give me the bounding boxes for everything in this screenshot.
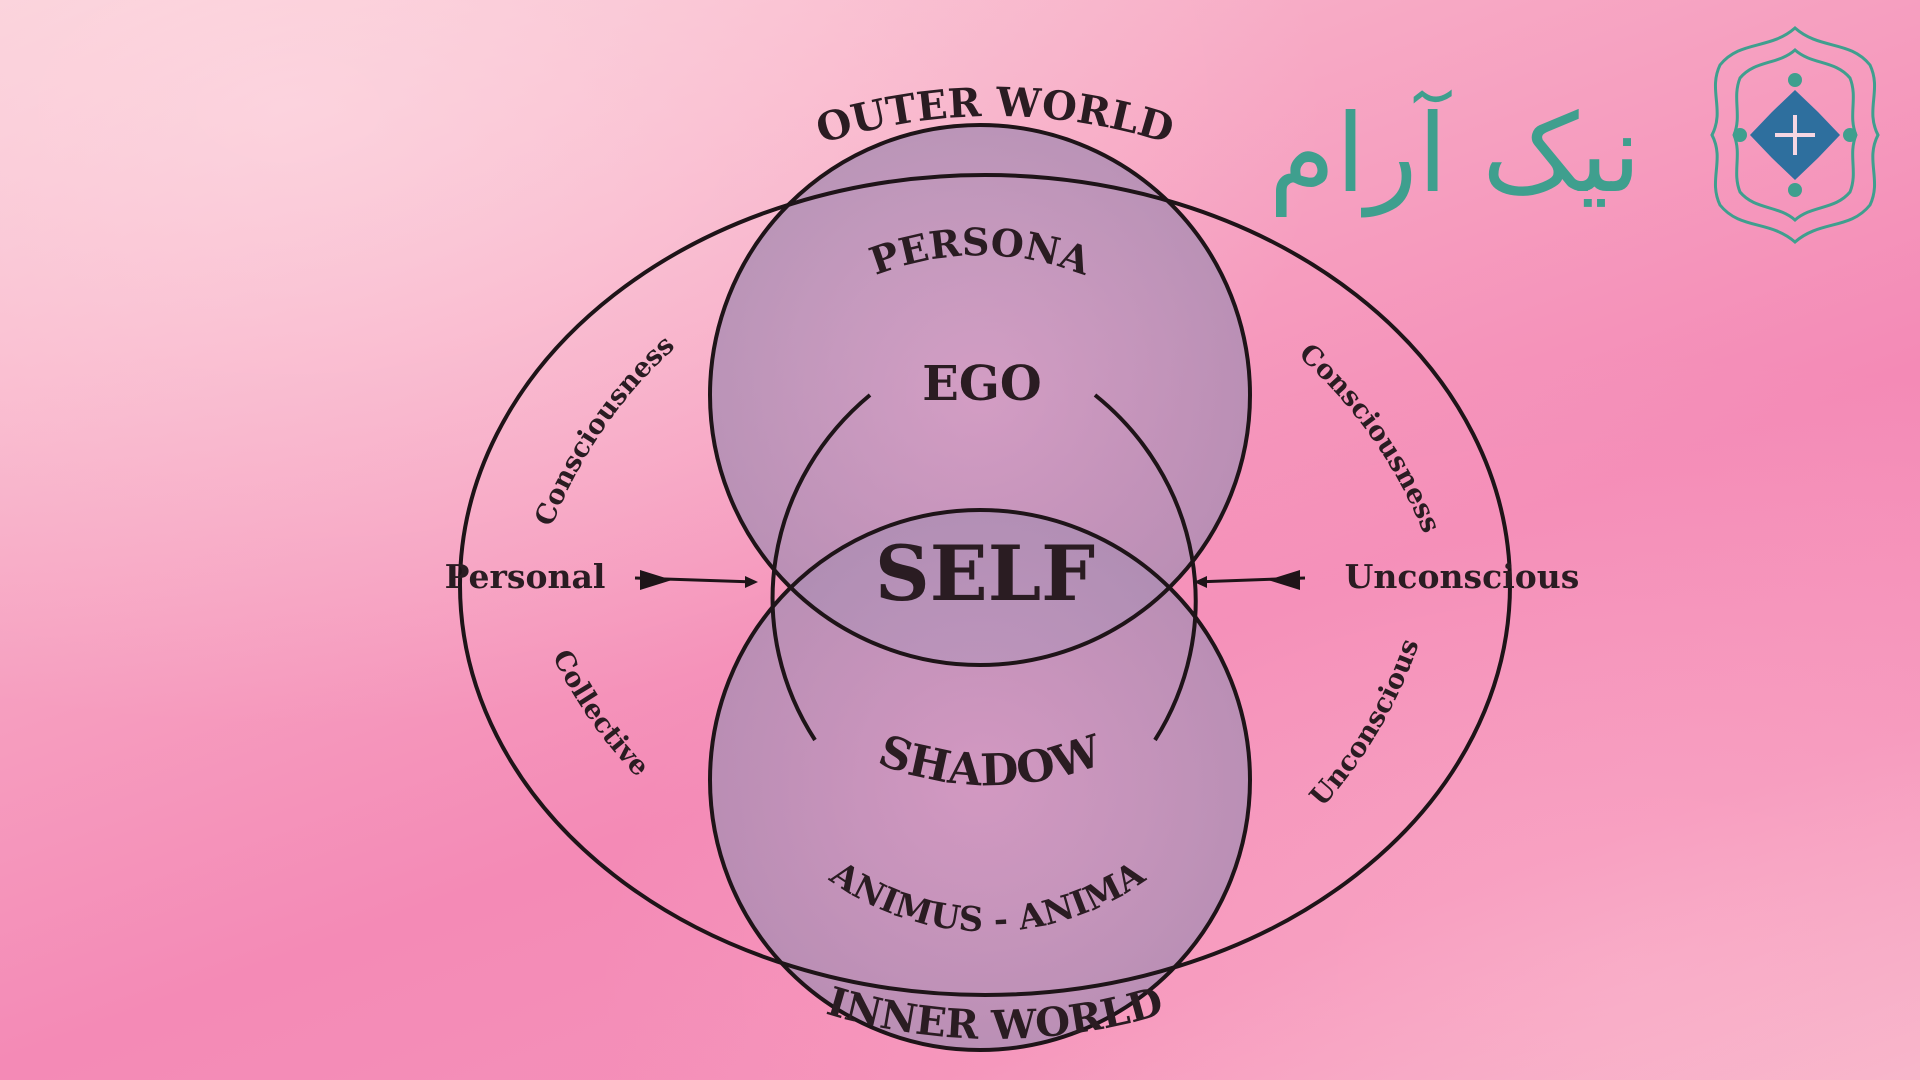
unconscious-label: Unconscious	[1345, 557, 1580, 596]
ego-label: EGO	[922, 356, 1041, 412]
unconscious-right-label: Unconscious	[1304, 635, 1426, 812]
personal-label: Personal	[445, 557, 606, 596]
self-circle-right-arc	[1093, 393, 1198, 742]
self-circle-left-arc	[770, 393, 872, 742]
logo-emblem-icon	[1710, 26, 1880, 244]
upper-circle-fill	[710, 125, 1250, 665]
consciousness-left-label: Consciousness	[529, 329, 680, 530]
right-arrow-tip	[1194, 576, 1207, 588]
right-arrow-head	[1268, 570, 1300, 590]
self-label: SELF	[875, 529, 1095, 618]
upper-circle	[708, 123, 1252, 667]
lower-circle	[708, 508, 1252, 1052]
logo-text: نیک آرام	[1268, 92, 1642, 217]
collective-label: Collective	[546, 645, 655, 783]
lower-circle-fill	[710, 510, 1250, 1050]
outer-ellipse	[458, 173, 1512, 997]
consciousness-right-label: Consciousness	[1293, 338, 1446, 538]
left-arrow-head	[640, 570, 672, 590]
left-arrow-tip	[745, 576, 758, 588]
